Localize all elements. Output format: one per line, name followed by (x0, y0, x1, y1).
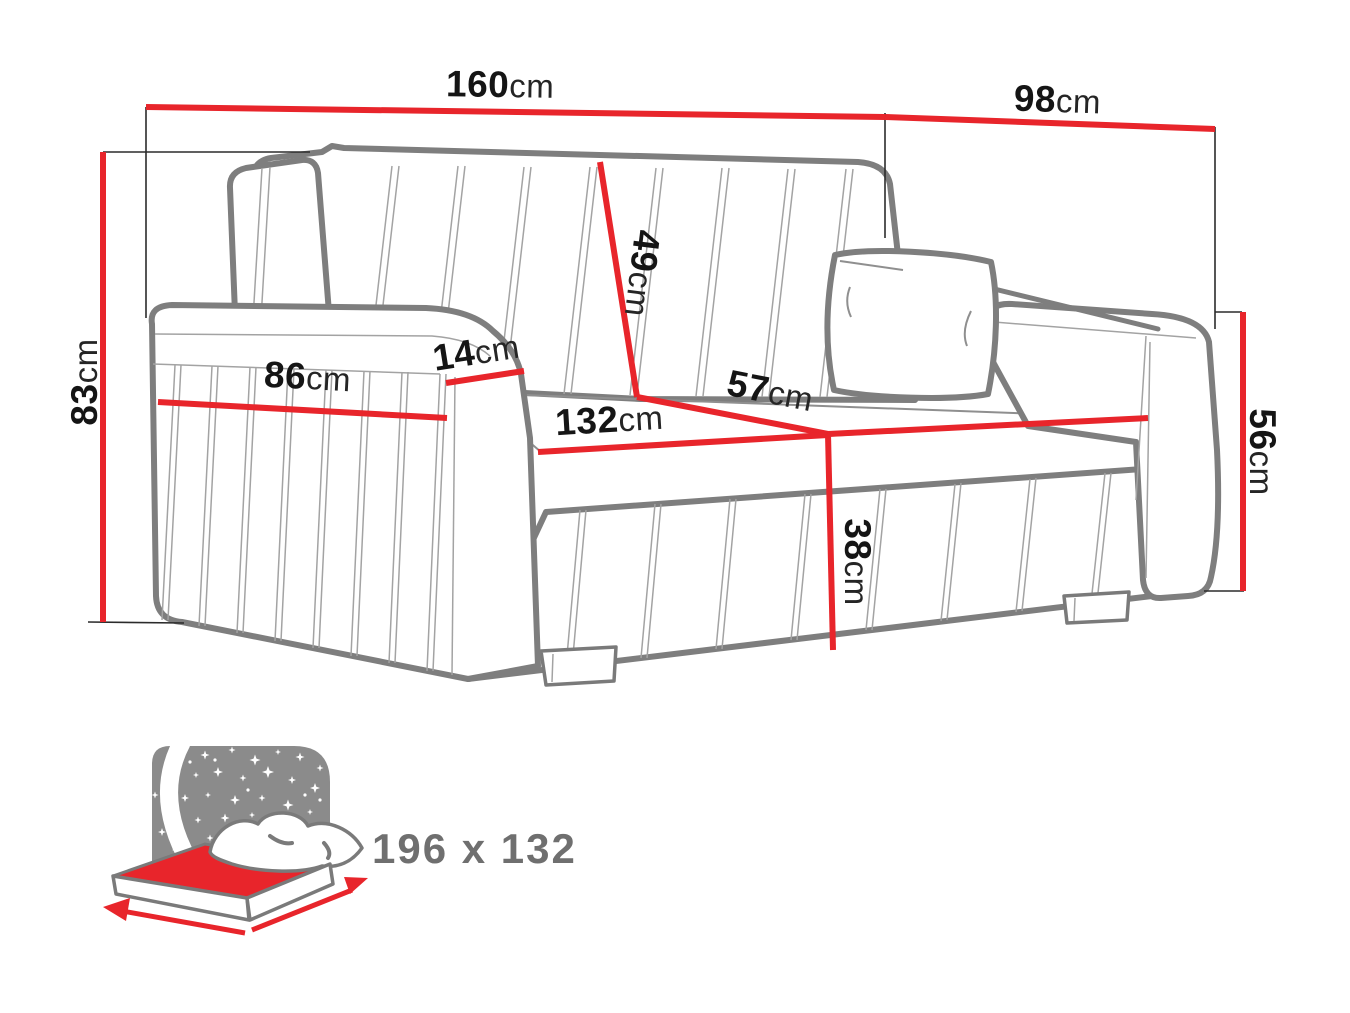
skirt-channel-seams (565, 472, 1112, 668)
mattress-side-face (245, 862, 335, 922)
dim-label-seat-depth: 57cm (724, 362, 817, 419)
dim-line-seat-depth (636, 394, 829, 437)
dim-label-armrest-width: 14cm (430, 325, 522, 379)
dim-label-overall-depth: 98cm (1013, 77, 1102, 121)
dim-label-armrest-height: 56cm (1242, 408, 1283, 495)
dim-line-overall-width (145, 104, 886, 120)
bed-length-arrow-icon (251, 877, 368, 933)
sofa-pillow (824, 248, 1000, 401)
bed-width-arrow-icon (103, 898, 246, 936)
dim-label-overall-height: 83cm (64, 338, 105, 425)
dim-label-overall-width: 160cm (446, 63, 555, 106)
sofa-feet (539, 590, 1131, 687)
dim-line-seat-width (537, 432, 829, 455)
dim-line-seat-height (825, 433, 836, 651)
dim-label-seat-width: 132cm (554, 396, 665, 444)
dimension-lines (100, 104, 1246, 651)
sofa-right-armrest (897, 263, 1222, 602)
dim-line-armrest-width (445, 368, 525, 386)
side-panel-channel-seams (161, 364, 447, 672)
sleeping-size-label: 196 x 132 (372, 825, 577, 872)
dimension-labels: 160cm 98cm 83cm 49cm 14cm 86cm 132cm 57c… (64, 63, 1283, 605)
sofa-foot-right (1062, 590, 1131, 625)
sofa-left-armrest (148, 302, 541, 682)
dim-line-seat-front-edge (827, 415, 1149, 437)
sleeping-function-icon: 196 x 132 (103, 746, 577, 936)
dim-label-armrest-length: 86cm (263, 354, 352, 400)
dim-label-seat-height: 38cm (837, 518, 878, 605)
sofa-illustration (148, 143, 1222, 687)
dim-line-backrest-height (597, 161, 640, 398)
dim-line-overall-depth (884, 114, 1216, 132)
dimension-extension-lines (87, 107, 1244, 624)
dim-label-backrest-height: 49cm (617, 228, 668, 320)
sofa-foot-left (539, 645, 618, 687)
seat-front-face (541, 420, 1156, 512)
bed-icon (103, 811, 368, 936)
dim-line-armrest-length (157, 399, 448, 421)
